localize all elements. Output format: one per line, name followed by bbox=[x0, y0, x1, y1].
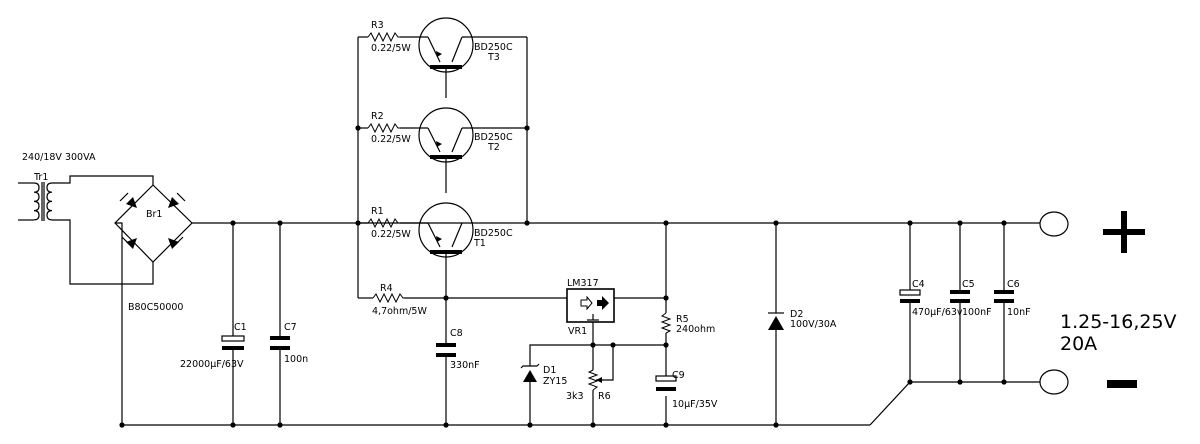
r5-label: R5 bbox=[676, 314, 689, 325]
r5-value: 240ohm bbox=[676, 324, 715, 335]
c7-value: 100n bbox=[284, 354, 308, 365]
r2-label: R2 bbox=[371, 111, 384, 122]
d2-part: 100V/30A bbox=[790, 319, 837, 330]
c9-label: C9 bbox=[672, 370, 685, 381]
capacitor-c5: C5 100nF bbox=[950, 279, 992, 318]
c6-value: 10nF bbox=[1007, 307, 1031, 318]
minus-sign bbox=[1107, 380, 1137, 388]
wires bbox=[18, 36, 1040, 426]
br1-label: Br1 bbox=[146, 209, 162, 220]
transistor-t2: BD250C T2 bbox=[418, 107, 513, 163]
capacitor-c9: C9 10µF/35V bbox=[655, 370, 718, 410]
positive-terminal bbox=[1039, 211, 1069, 237]
d1-part: ZY15 bbox=[543, 376, 567, 387]
capacitor-c7: C7 100n bbox=[270, 322, 308, 365]
t1-part: BD250C bbox=[474, 228, 513, 239]
regulator-vr1: LM317 VR1 bbox=[566, 278, 615, 337]
c1-label: C1 bbox=[234, 322, 247, 333]
potentiometer-r6: R6 3k3 bbox=[566, 369, 611, 402]
c6-label: C6 bbox=[1007, 279, 1020, 290]
transformer-tr1: Tr1 240/18V 300VA bbox=[22, 152, 96, 221]
transistor-t3: BD250C T3 bbox=[418, 17, 513, 73]
capacitor-c8: C8 330nF bbox=[436, 328, 480, 371]
output-terminals: 1.25-16,25V 20A bbox=[1039, 211, 1177, 395]
c9-value: 10µF/35V bbox=[672, 399, 718, 410]
tr1-rating: 240/18V 300VA bbox=[22, 152, 96, 163]
resistor-r1: R1 0.22/5W bbox=[367, 206, 411, 240]
resistor-r2: R2 0.22/5W bbox=[367, 111, 411, 145]
r6-label: R6 bbox=[598, 391, 611, 402]
negative-terminal bbox=[1039, 369, 1069, 395]
r1-label: R1 bbox=[371, 206, 384, 217]
c5-value: 100nF bbox=[962, 307, 992, 318]
capacitor-c1: C1 22000µF/63V bbox=[180, 322, 247, 370]
r6-value: 3k3 bbox=[566, 391, 584, 402]
r4-value: 4,7ohm/5W bbox=[372, 306, 427, 317]
r1-value: 0.22/5W bbox=[371, 229, 411, 240]
c5-label: C5 bbox=[962, 279, 975, 290]
t3-label: T3 bbox=[487, 52, 500, 63]
transistor-t1: BD250C T1 bbox=[418, 202, 513, 258]
c1-value: 22000µF/63V bbox=[180, 359, 244, 370]
r2-value: 0.22/5W bbox=[371, 134, 411, 145]
c4-label: C4 bbox=[912, 279, 925, 290]
output-voltage: 1.25-16,25V bbox=[1060, 311, 1177, 333]
d1-label: D1 bbox=[543, 365, 556, 376]
vr1-label: VR1 bbox=[568, 326, 587, 337]
capacitor-c6: C6 10nF bbox=[994, 279, 1031, 318]
resistor-r5: R5 240ohm bbox=[660, 312, 715, 335]
resistor-r4: R4 4,7ohm/5W bbox=[372, 283, 427, 317]
r3-label: R3 bbox=[371, 20, 384, 31]
r4-label: R4 bbox=[380, 283, 393, 294]
capacitor-c4: C4 470µF/63v bbox=[899, 279, 963, 318]
t2-part: BD250C bbox=[474, 132, 513, 143]
c4-value: 470µF/63v bbox=[912, 307, 963, 318]
bridge-rectifier-br1: Br1 B80C50000 bbox=[114, 184, 193, 313]
t1-label: T1 bbox=[473, 238, 486, 249]
diode-d2: D2 100V/30A bbox=[768, 309, 837, 330]
tr1-label: Tr1 bbox=[33, 172, 48, 183]
c8-label: C8 bbox=[450, 328, 463, 339]
c7-label: C7 bbox=[284, 322, 297, 333]
zener-diode-d1: D1 ZY15 bbox=[520, 363, 567, 387]
r3-value: 0.22/5W bbox=[371, 43, 411, 54]
d2-label: D2 bbox=[790, 309, 803, 320]
resistor-r3: R3 0.22/5W bbox=[367, 20, 411, 54]
t2-label: T2 bbox=[487, 142, 500, 153]
t3-part: BD250C bbox=[474, 42, 513, 53]
c8-value: 330nF bbox=[450, 360, 480, 371]
vr1-part: LM317 bbox=[567, 278, 599, 289]
junction-dots bbox=[119, 125, 1007, 428]
output-current: 20A bbox=[1060, 333, 1097, 355]
br1-part: B80C50000 bbox=[128, 302, 183, 313]
